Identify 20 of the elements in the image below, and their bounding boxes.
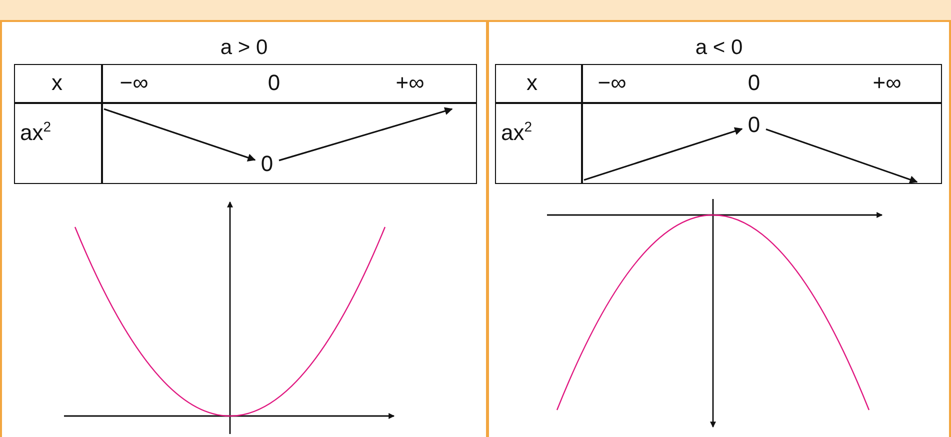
arrow [278,107,453,162]
variable-label: x [52,70,62,96]
value-label: 0 [748,70,760,96]
function-label: ax$^{2}$ [20,120,52,146]
variation-value: 0 [255,149,279,179]
function-label: ax$^{2}$ [501,120,532,146]
variation-value: 0 [742,110,766,140]
table-panel [0,20,488,437]
value-label: +∞ [396,70,424,96]
variable-label: x [526,70,538,96]
arrow [104,108,256,162]
arrow [766,128,918,184]
value-label: −∞ [120,70,148,96]
case-title: a < 0 [694,36,744,60]
value-label: −∞ [598,70,626,96]
case-title: a > 0 [219,36,269,60]
table-panel [487,20,951,437]
arrow [584,127,743,181]
value-label: 0 [268,70,280,96]
value-label: +∞ [872,70,902,96]
